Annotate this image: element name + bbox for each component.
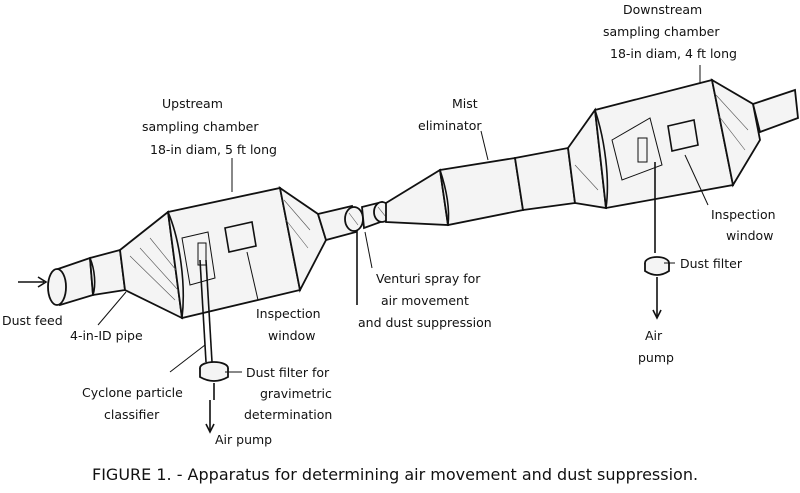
outlet-pipe	[751, 88, 799, 134]
upstream-inspection-window	[224, 221, 257, 253]
label-inspection-left-2: window	[268, 328, 315, 343]
label-downstream-1: Downstream	[623, 2, 702, 17]
label-inspection-right-2: window	[726, 228, 773, 243]
label-dust-filter-left-3: determination	[244, 407, 332, 422]
mist-eliminator	[385, 146, 577, 227]
figure-caption: FIGURE 1. - Apparatus for determining ai…	[92, 465, 698, 484]
label-dust-filter-right: Dust filter	[680, 256, 743, 271]
label-dust-feed: Dust feed	[2, 313, 63, 328]
label-pipe: 4-in-ID pipe	[70, 328, 143, 343]
downstream-inspection-window	[667, 119, 699, 152]
label-cyclone-2: classifier	[104, 407, 160, 422]
label-inspection-right-1: Inspection	[711, 207, 776, 222]
label-cyclone-1: Cyclone particle	[82, 385, 183, 400]
label-air-pump-right-2: pump	[638, 350, 674, 365]
label-air-pump-left: Air pump	[215, 432, 272, 447]
label-upstream-2: sampling chamber	[142, 119, 259, 134]
label-downstream-3: 18-in diam, 4 ft long	[610, 46, 737, 61]
label-downstream-2: sampling chamber	[603, 24, 720, 39]
label-upstream-3: 18-in diam, 5 ft long	[150, 142, 277, 157]
label-mist-1: Mist	[452, 96, 478, 111]
label-inspection-left-1: Inspection	[256, 306, 321, 321]
label-dust-filter-left-1: Dust filter for	[246, 365, 330, 380]
label-venturi-2: air movement	[381, 293, 469, 308]
label-venturi-1: Venturi spray for	[376, 271, 481, 286]
upstream-chamber	[119, 186, 327, 320]
downstream-chamber	[567, 78, 761, 210]
label-venturi-3: and dust suppression	[358, 315, 492, 330]
label-air-pump-right-1: Air	[645, 328, 663, 343]
label-dust-filter-left-2: gravimetric	[260, 386, 332, 401]
label-upstream-1: Upstream	[162, 96, 223, 111]
venturi-section	[316, 200, 391, 242]
label-mist-2: eliminator	[418, 118, 482, 133]
dust-feed-arrow	[18, 276, 48, 288]
inlet-pipe	[47, 248, 127, 307]
